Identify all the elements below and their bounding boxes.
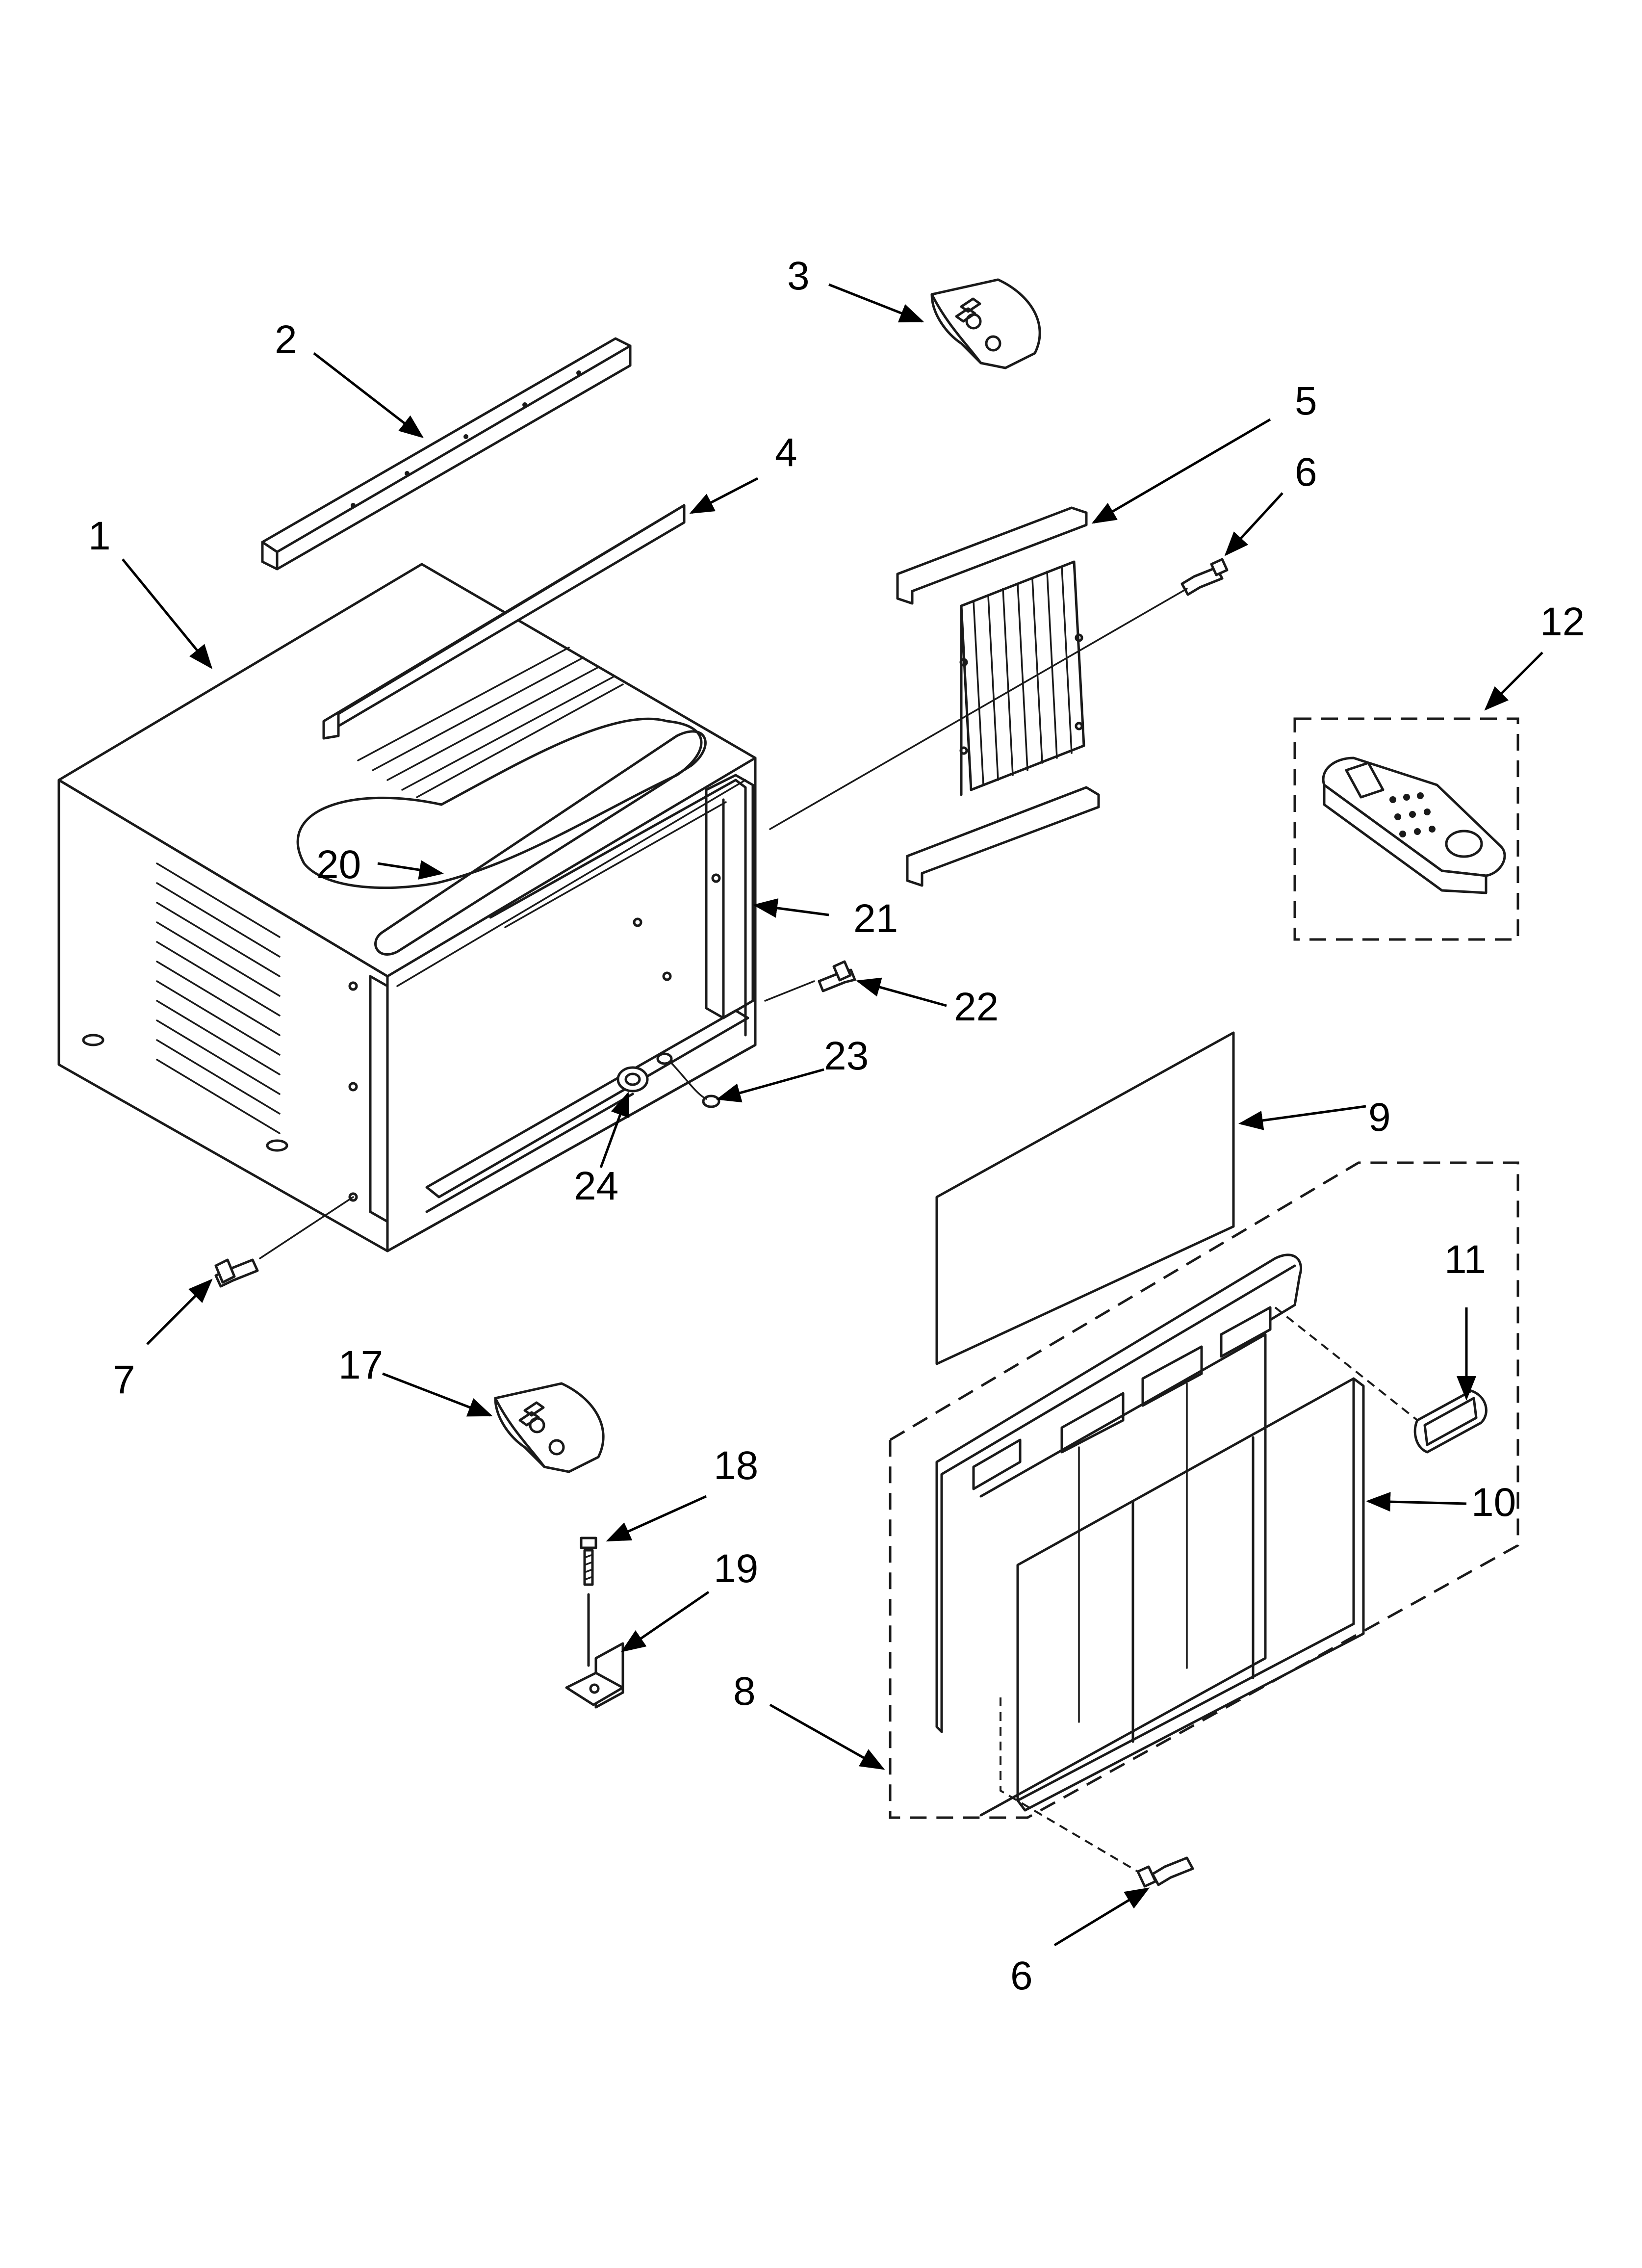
callout-18: 18 <box>714 1443 758 1488</box>
screw-part-6-bottom <box>1136 1856 1194 1888</box>
callout-6-bottom: 6 <box>1010 1954 1033 1998</box>
top-gasket-part-20 <box>296 717 707 956</box>
screw-part-22 <box>818 960 856 992</box>
cabinet-part-1 <box>57 563 757 1252</box>
washer-part-23 <box>656 1052 720 1108</box>
callout-24: 24 <box>574 1164 618 1208</box>
callout-10: 10 <box>1471 1480 1516 1525</box>
callout-9: 9 <box>1368 1095 1391 1140</box>
callout-2: 2 <box>275 317 297 362</box>
mesh-filter-part-9 <box>935 1031 1235 1365</box>
bracket-rail-part-4 <box>322 504 686 740</box>
remote-control-part-12 <box>1293 717 1519 941</box>
front-panel-assembly-part-8 <box>889 1161 1519 1873</box>
accordion-curtain-part-5 <box>896 506 1100 887</box>
callout-19: 19 <box>714 1546 758 1591</box>
callout-1: 1 <box>88 514 111 558</box>
callout-17: 17 <box>338 1343 383 1387</box>
mounting-bracket-part-3 <box>930 278 1041 369</box>
callout-21: 21 <box>853 896 898 941</box>
side-gasket-part-21 <box>705 774 754 1019</box>
screw-part-18 <box>580 1537 597 1586</box>
callout-12: 12 <box>1540 600 1585 644</box>
callout-23: 23 <box>824 1034 869 1078</box>
callout-22: 22 <box>954 985 999 1029</box>
side-louvers <box>156 862 281 1134</box>
callout-5: 5 <box>1295 379 1317 423</box>
callout-6-top: 6 <box>1295 450 1317 495</box>
callout-7: 7 <box>113 1357 135 1402</box>
callout-11: 11 <box>1444 1237 1486 1282</box>
top-louvers <box>357 647 624 798</box>
screw-part-6-top <box>1180 558 1229 596</box>
callout-4: 4 <box>775 430 797 475</box>
l-bracket-part-19 <box>565 1593 624 1709</box>
callout-8: 8 <box>733 1669 756 1714</box>
callout-20: 20 <box>316 842 361 887</box>
top-channel-part-2 <box>261 337 632 571</box>
callout-3: 3 <box>787 254 810 298</box>
screw-part-7 <box>214 1258 259 1288</box>
grommet-part-24 <box>616 1066 649 1093</box>
mounting-bracket-part-17 <box>494 1382 605 1473</box>
leader-lines <box>122 283 1543 1947</box>
callout-labels: 1 2 3 4 5 6 12 20 21 22 23 24 9 7 17 11 … <box>88 254 1585 1998</box>
